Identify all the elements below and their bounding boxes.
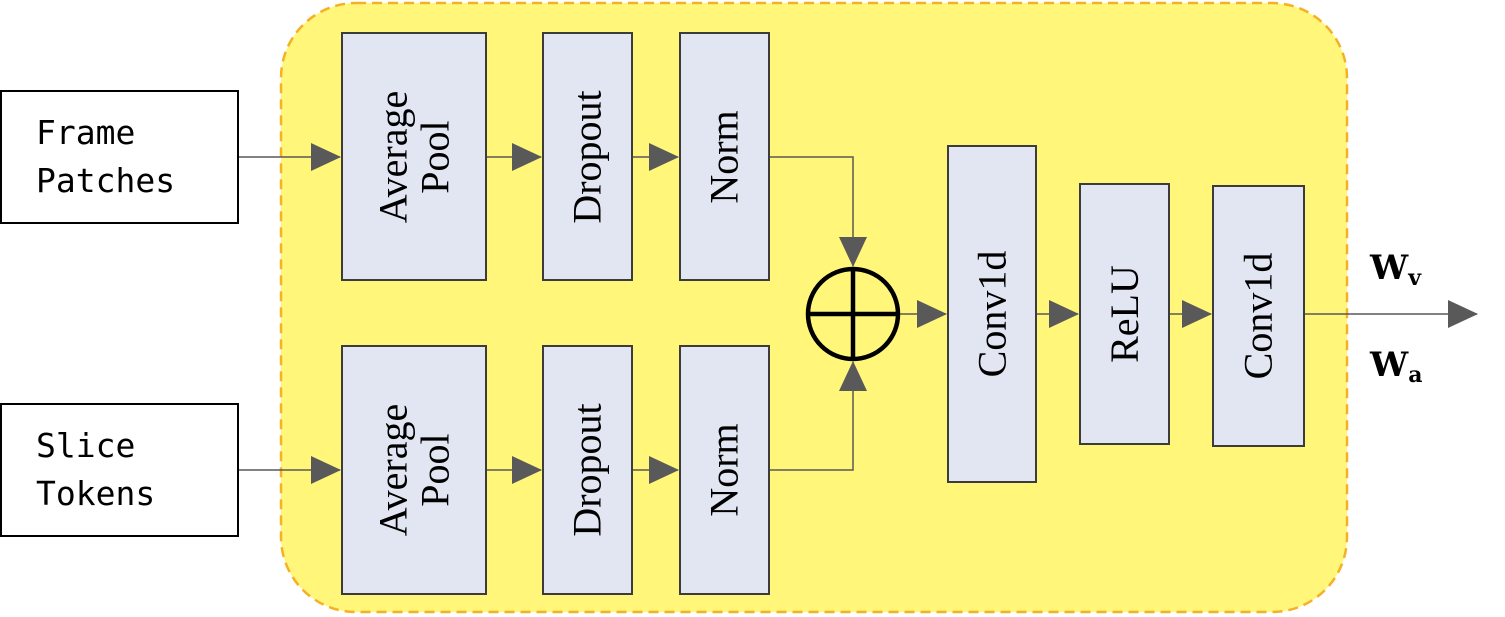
average-pool-line1: Average [370, 90, 415, 223]
conv1d-block-2: Conv1d [1212, 185, 1305, 447]
average-pool-block-bottom: Average Pool [341, 345, 487, 595]
output-label-wv: Wv [1370, 248, 1421, 291]
dropout-label: Dropout [564, 403, 610, 537]
slice-tokens-input: Slice Tokens [0, 403, 239, 537]
average-pool-line2: Pool [412, 119, 457, 194]
dropout-block-top: Dropout [542, 32, 633, 281]
conv1d-label: Conv1d [1235, 252, 1281, 380]
norm-block-top: Norm [679, 32, 770, 281]
slice-label-line1: Slice [36, 426, 136, 465]
arrow-norm-to-sum-bottom [770, 361, 867, 471]
conv1d-block-1: Conv1d [947, 145, 1037, 483]
output-label-wa: Wa [1370, 345, 1422, 388]
slice-label-line2: Tokens [36, 474, 156, 513]
dropout-label: Dropout [564, 89, 610, 224]
frame-label-line1: Frame [36, 113, 136, 152]
arrow-norm-to-sum-top [770, 156, 867, 267]
average-pool-line2: Pool [412, 433, 457, 507]
relu-block: ReLU [1079, 183, 1170, 445]
conv1d-label: Conv1d [969, 250, 1014, 378]
wv-main: W [1370, 248, 1409, 288]
norm-block-bottom: Norm [679, 345, 770, 595]
wv-sub: v [1408, 265, 1421, 291]
norm-label: Norm [701, 109, 747, 204]
average-pool-line1: Average [370, 403, 415, 537]
frame-patches-input: Frame Patches [0, 90, 239, 224]
frame-label-line2: Patches [36, 161, 176, 200]
circled-plus-icon [805, 266, 901, 362]
wa-sub: a [1408, 362, 1423, 388]
norm-label: Norm [701, 423, 747, 517]
relu-label: ReLU [1101, 265, 1147, 363]
dropout-block-bottom: Dropout [542, 345, 633, 595]
wa-main: W [1370, 345, 1409, 385]
average-pool-block-top: Average Pool [341, 32, 487, 281]
